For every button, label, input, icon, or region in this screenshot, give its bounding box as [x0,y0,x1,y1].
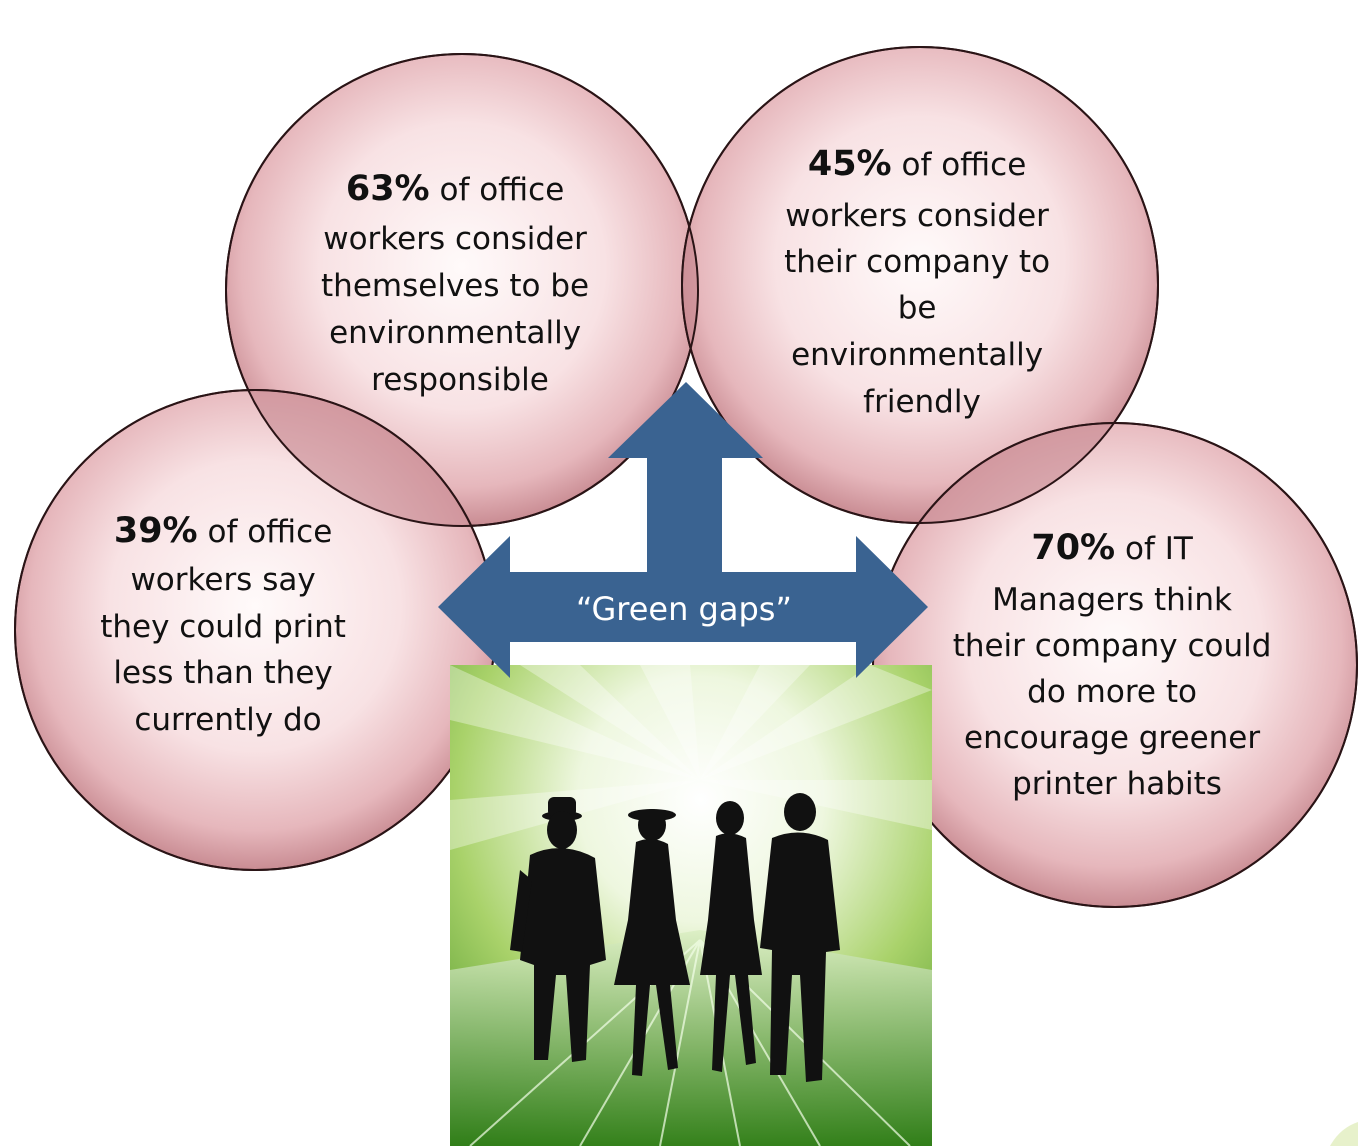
people-silhouette-image [450,665,932,1146]
stat-39-percent: 39% [114,511,198,551]
person-3-silhouette [700,801,762,1072]
person-4-silhouette [760,793,840,1082]
green-gaps-arrow [438,382,928,678]
silhouettes [510,793,840,1082]
green-gaps-label: “Green gaps” [576,590,792,628]
stat-63-text: 63% of office workers consider themselve… [321,169,599,398]
stat-63-percent: 63% [346,169,430,209]
person-1-silhouette [510,797,606,1062]
stat-45-text: 45% of office workers consider their com… [784,144,1060,420]
stat-45-percent: 45% [808,144,892,184]
stat-70-text: 70% of IT Managers think their company c… [953,528,1282,802]
corner-decoration [1330,1122,1358,1146]
person-2-silhouette [614,809,690,1076]
stat-39-text: 39% of office workers say they could pri… [100,511,356,738]
stat-70-percent: 70% [1031,528,1115,568]
arrow-up-and-horizontal [438,382,928,678]
